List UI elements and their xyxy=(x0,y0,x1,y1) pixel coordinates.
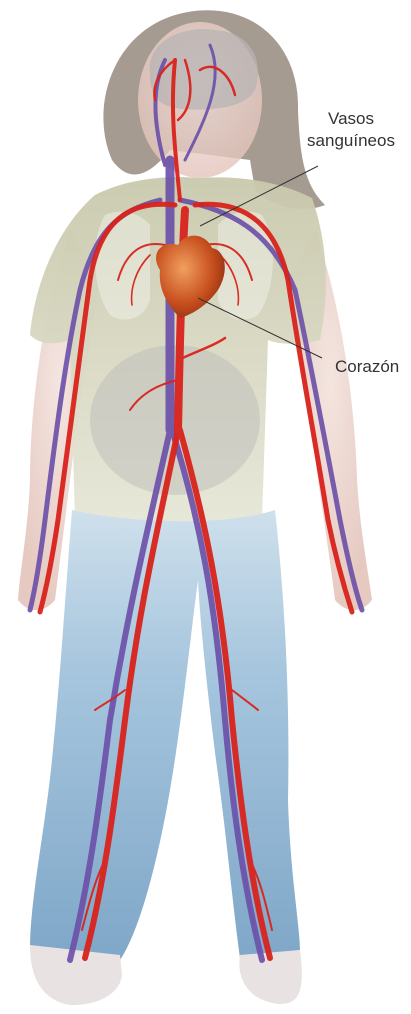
jeans xyxy=(30,510,300,960)
blood-vessels-label-line1: Vasos xyxy=(294,108,408,130)
left-shoe xyxy=(30,945,122,1005)
blood-vessels-label-line2: sanguíneos xyxy=(294,130,408,152)
heart-label: Corazón xyxy=(335,356,399,378)
blood-vessels-label: Vasos sanguíneos xyxy=(294,108,408,152)
